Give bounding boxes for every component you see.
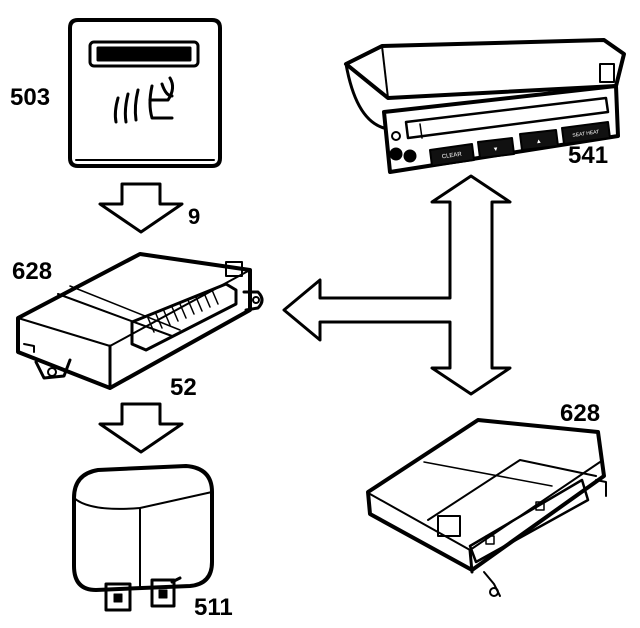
label-503: 503 <box>10 84 51 111</box>
signal-arrows <box>282 174 512 396</box>
arrow-down-upper <box>98 182 184 234</box>
seat-heater-module-main <box>16 252 264 390</box>
display-button-up-label: ▲ <box>535 139 542 146</box>
seat-heater-icon <box>113 76 175 124</box>
display-button-down <box>477 137 515 159</box>
display-button-seat-heat <box>561 121 611 145</box>
display-button-up <box>519 129 559 151</box>
display-button-clear <box>429 143 475 167</box>
label-511: 511 <box>194 594 233 621</box>
display-button-clear-label: CLEAR <box>442 152 463 161</box>
label-628-main: 628 <box>12 258 53 285</box>
seat-heater-switch <box>68 18 222 168</box>
display-button-seat-heat-label: SEAT HEAT <box>572 129 600 139</box>
display-control-unit-541 <box>344 38 626 174</box>
label-9: 9 <box>188 204 201 229</box>
connector-52 <box>130 282 238 352</box>
label-628-remote: 628 <box>560 400 601 427</box>
seat-heater-module-remote <box>366 418 607 597</box>
label-541: 541 <box>568 142 609 169</box>
label-52: 52 <box>170 374 197 401</box>
display-button-down-label: ▼ <box>492 147 499 154</box>
relay-511 <box>72 464 214 612</box>
arrow-down-lower <box>98 402 184 454</box>
